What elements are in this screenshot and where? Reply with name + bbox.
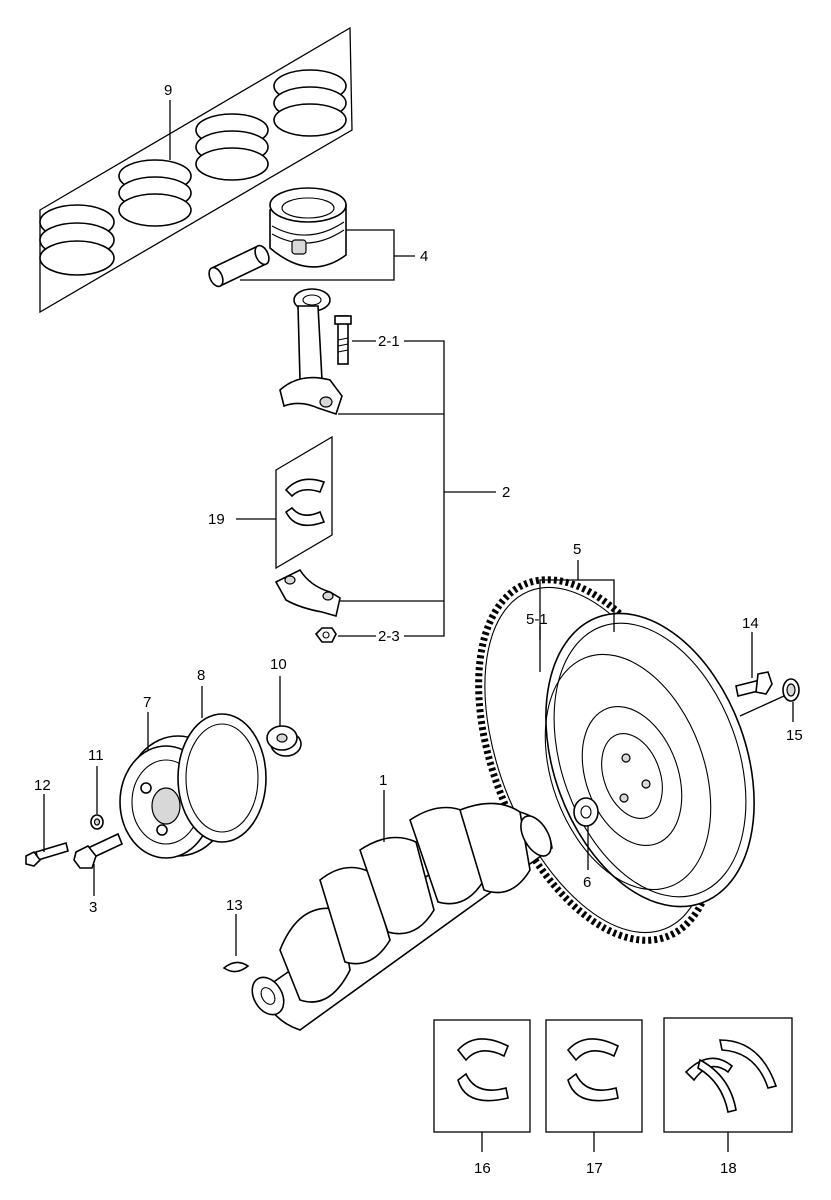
label-12: 12 — [34, 777, 51, 794]
label-4: 4 — [420, 248, 428, 265]
piston[interactable] — [269, 187, 347, 268]
label-14: 14 — [742, 615, 759, 632]
label-3: 3 — [89, 899, 97, 916]
label-13: 13 — [226, 897, 243, 914]
ring-stack-3 — [195, 113, 269, 181]
label-5: 5 — [573, 541, 581, 558]
ring-stack-4 — [273, 69, 347, 137]
flywheel[interactable] — [508, 584, 792, 935]
conrod-bolt[interactable] — [334, 315, 352, 365]
washer[interactable] — [90, 814, 104, 830]
label-10: 10 — [270, 656, 287, 673]
crankshaft[interactable] — [246, 802, 558, 1031]
spacer[interactable] — [266, 725, 302, 757]
main-bearing-b[interactable] — [545, 1019, 643, 1133]
conrod-bearing[interactable] — [275, 435, 333, 570]
piston-pin[interactable] — [206, 243, 271, 288]
label-15: 15 — [786, 727, 803, 744]
label-16: 16 — [474, 1160, 491, 1177]
pulley-plate[interactable] — [177, 713, 267, 843]
label-9: 9 — [164, 82, 172, 99]
leader-4-bracket — [240, 229, 395, 281]
label-7: 7 — [143, 694, 151, 711]
seal[interactable] — [782, 678, 800, 702]
label-17: 17 — [586, 1160, 603, 1177]
label-8: 8 — [197, 667, 205, 684]
leader-5-bracket — [539, 579, 615, 640]
label-18: 18 — [720, 1160, 737, 1177]
label-1: 1 — [379, 772, 387, 789]
conrod-cap[interactable] — [274, 568, 341, 618]
flywheel-bolt[interactable] — [735, 671, 773, 697]
ring-stack-1 — [39, 204, 115, 276]
pilot-bearing[interactable] — [573, 797, 599, 827]
label-2-1: 2-1 — [378, 333, 400, 350]
conrod-nut[interactable] — [314, 627, 337, 643]
leader-2-bracket — [404, 340, 445, 637]
thrust-washer[interactable] — [663, 1017, 793, 1133]
piston-ring-set[interactable] — [39, 26, 353, 314]
label-6: 6 — [583, 874, 591, 891]
leader-15-a — [739, 695, 785, 717]
label-11: 11 — [88, 747, 104, 764]
connecting-rod[interactable] — [279, 288, 343, 416]
pulley-bolt[interactable] — [73, 832, 124, 869]
label-5-1: 5-1 — [526, 611, 548, 628]
label-2-3: 2-3 — [378, 628, 400, 645]
woodruff-key[interactable] — [222, 961, 250, 973]
bolt-long[interactable] — [25, 841, 69, 867]
main-bearing-a[interactable] — [433, 1019, 531, 1133]
ring-stack-2 — [118, 159, 192, 227]
label-2: 2 — [502, 484, 510, 501]
label-19: 19 — [208, 511, 225, 528]
